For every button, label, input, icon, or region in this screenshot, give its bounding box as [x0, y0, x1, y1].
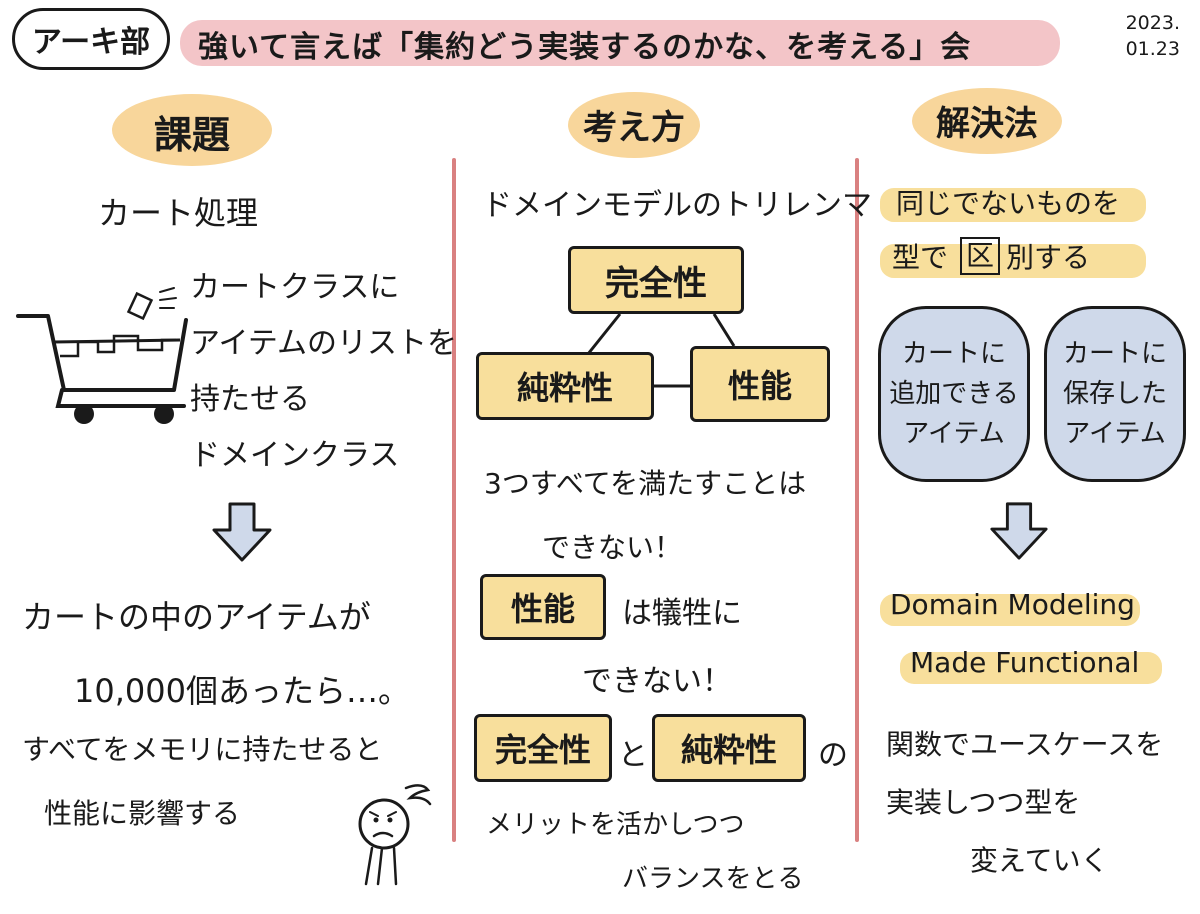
page-title: 強いて言えば「集約どう実装するのかな、を考える」会: [198, 22, 971, 66]
date-year: 2023.: [1080, 10, 1180, 36]
book-title-line-2: Made Functional: [910, 646, 1139, 679]
saved-item-line-3: アイテム: [1064, 414, 1165, 454]
performance-sacrifice-text: は犠牲に: [622, 588, 742, 632]
thinking-balance: メリットを活かしつつ バランスをとる: [486, 798, 803, 906]
addable-item-bubble: カートに 追加できる アイテム: [878, 306, 1030, 482]
solution-result-line-1: 関数でユースケースを: [886, 716, 1163, 774]
issues-description: カートクラスに アイテムのリストを 持たせる ドメインクラス: [190, 260, 457, 484]
issues-impact-line-2: 性能に影響する: [22, 782, 382, 846]
addable-item-line-2: 追加できる: [889, 374, 1018, 414]
purity-box: 純粋性: [652, 714, 806, 782]
solution-line2-suffix: 別する: [1006, 236, 1090, 276]
issues-impact-line-1: すべてをメモリに持たせると: [22, 718, 382, 782]
issues-impact: すべてをメモリに持たせると 性能に影響する: [22, 718, 382, 846]
thinking-cannot-all-line-1: 3つすべてを満たすことは: [484, 452, 806, 516]
solution-line-1: 同じでないものを: [896, 182, 1120, 222]
issues-problem-line-2: 10,000個あったら…。: [22, 654, 410, 728]
and-text: と: [618, 730, 648, 774]
worried-face-icon: [350, 778, 440, 888]
thinking-cannot-line: できない！: [582, 656, 732, 700]
saved-item-line-2: 保存した: [1063, 374, 1167, 414]
solution-result: 関数でユースケースを 実装しつつ型を 変えていく: [886, 716, 1163, 890]
performance-box: 性能: [480, 574, 606, 640]
book-title-line-1: Domain Modeling: [890, 588, 1135, 621]
thinking-cannot-all: 3つすべてを満たすことは できない！: [484, 452, 806, 580]
addable-item-line-1: カートに: [902, 334, 1006, 374]
date-day: 01.23: [1080, 36, 1180, 62]
thinking-balance-line-1: メリットを活かしつつ: [486, 798, 803, 852]
solution-result-line-2: 実装しつつ型を: [886, 774, 1163, 832]
trilemma-completeness: 完全性: [568, 246, 744, 314]
solution-result-line-3: 変えていく: [886, 832, 1163, 890]
solution-line-2: 型で 区 別する: [892, 236, 1090, 276]
addable-item-line-3: アイテム: [903, 414, 1004, 454]
issues-desc-line-2: アイテムのリストを: [190, 316, 457, 372]
date: 2023. 01.23: [1080, 10, 1180, 62]
thinking-heading: 考え方: [556, 100, 712, 149]
down-arrow-icon: [210, 500, 274, 564]
trilemma-purity: 純粋性: [476, 352, 654, 420]
down-arrow-icon: [988, 500, 1050, 562]
saved-item-line-1: カートに: [1063, 334, 1167, 374]
solution-line2-prefix: 型で: [892, 236, 948, 276]
solution-line2-boxed: 区: [960, 237, 1000, 275]
of-text: の: [818, 730, 848, 774]
issues-desc-line-3: 持たせる: [190, 372, 457, 428]
completeness-box: 完全性: [474, 714, 612, 782]
issues-desc-line-4: ドメインクラス: [190, 428, 457, 484]
thinking-balance-line-2: バランスをとる: [486, 852, 803, 906]
shopping-cart-icon: [14, 280, 204, 430]
badge-label: アーキ部: [32, 17, 150, 61]
trilemma-performance: 性能: [690, 346, 830, 422]
issues-problem-line-1: カートの中のアイテムが: [22, 580, 410, 654]
thinking-cannot-all-line-2: できない！: [484, 516, 806, 580]
issues-desc-line-1: カートクラスに: [190, 260, 457, 316]
issues-heading: 課題: [112, 104, 272, 159]
issues-problem: カートの中のアイテムが 10,000個あったら…。: [22, 580, 410, 728]
solution-heading: 解決法: [906, 96, 1068, 145]
club-badge: アーキ部: [12, 8, 170, 70]
column-divider-right: [855, 158, 859, 842]
saved-item-bubble: カートに 保存した アイテム: [1044, 306, 1186, 482]
issues-topic: カート処理: [98, 188, 258, 234]
thinking-topic: ドメインモデルのトリレンマ: [482, 180, 872, 224]
